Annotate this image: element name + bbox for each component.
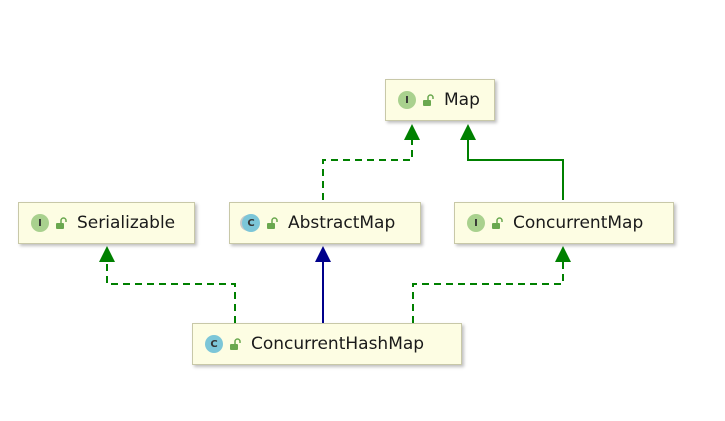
unlocked-padlock-icon (423, 93, 434, 106)
edge-concurrenthashmap-to-serializable (106, 256, 236, 323)
unlocked-padlock-icon (267, 216, 278, 229)
edge-concurrenthashmap-to-concurrentmap (412, 256, 564, 323)
edge-concurrentmap-to-map (467, 134, 564, 200)
node-concurrenthashmap[interactable]: C ConcurrentHashMap (192, 323, 462, 365)
arrowhead-concurrenthashmap-to-concurrentmap (555, 246, 571, 262)
node-label: Serializable (77, 213, 176, 233)
unlocked-padlock-icon (230, 337, 241, 350)
class-badge-icon: C (205, 335, 223, 353)
arrowhead-concurrentmap-to-map (460, 124, 476, 140)
node-label: AbstractMap (288, 213, 396, 233)
node-label: Map (444, 90, 480, 110)
node-serializable[interactable]: I Serializable (18, 202, 195, 244)
interface-badge-icon: I (31, 214, 49, 232)
unlocked-padlock-icon (56, 216, 67, 229)
edge-abstractmap-to-map (322, 134, 413, 200)
node-label: ConcurrentHashMap (251, 334, 425, 354)
node-abstractmap[interactable]: C AbstractMap (229, 202, 421, 244)
arrowhead-concurrenthashmap-to-abstractmap (315, 246, 331, 262)
interface-badge-icon: I (467, 214, 485, 232)
node-concurrentmap[interactable]: I ConcurrentMap (454, 202, 674, 244)
node-label: ConcurrentMap (513, 213, 644, 233)
node-map[interactable]: I Map (385, 79, 495, 121)
arrowhead-concurrenthashmap-to-serializable (99, 246, 115, 262)
unlocked-padlock-icon (492, 216, 503, 229)
arrowhead-abstractmap-to-map (404, 124, 420, 140)
interface-badge-icon: I (398, 91, 416, 109)
abstract-class-badge-icon: C (242, 214, 260, 232)
